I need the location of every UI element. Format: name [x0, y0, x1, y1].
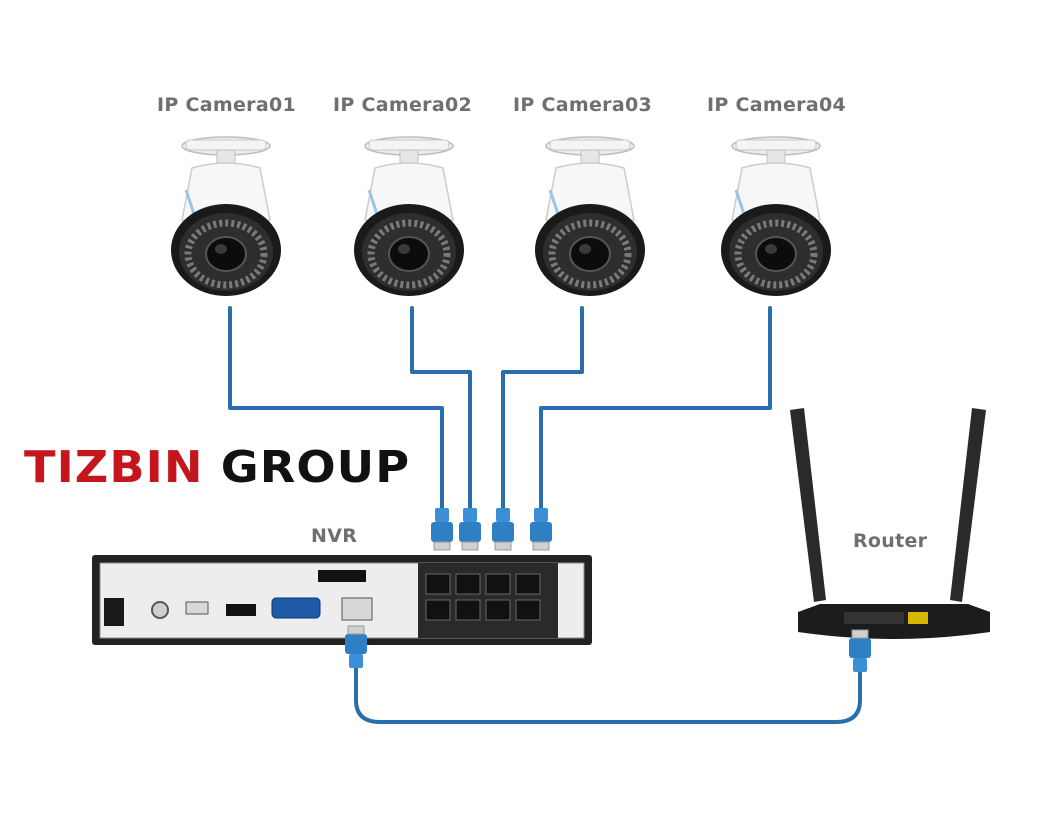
poe-connector-2	[458, 507, 482, 551]
nvr-device	[92, 555, 592, 645]
lan-connector-nvr	[344, 625, 368, 669]
poe-connector-4	[529, 507, 553, 551]
router-label: Router	[853, 530, 928, 552]
nvr-label: NVR	[311, 525, 358, 547]
camera02-label: IP Camera02	[333, 94, 472, 116]
camera01-label: IP Camera01	[157, 94, 296, 116]
cable-camera03	[501, 306, 584, 512]
camera04-label: IP Camera04	[707, 94, 846, 116]
logo-part-2: GROUP	[203, 442, 411, 493]
cable-camera01	[228, 306, 444, 512]
cable-camera04	[539, 306, 772, 512]
router-device	[790, 408, 990, 639]
poe-connector-3	[491, 507, 515, 551]
ip-camera-02	[354, 137, 464, 296]
logo-part-1: TIZBIN	[24, 442, 204, 493]
poe-connector-1	[430, 507, 454, 551]
camera03-label: IP Camera03	[513, 94, 652, 116]
camera-cables	[228, 306, 772, 512]
cable-camera02	[410, 306, 472, 512]
cable-nvr-router	[354, 666, 862, 724]
ip-camera-01	[171, 137, 281, 296]
ip-camera-03	[535, 137, 645, 296]
lan-connector-router	[848, 629, 872, 673]
ip-camera-04	[721, 137, 831, 296]
brand-logo: TIZBIN GROUP	[24, 442, 410, 493]
